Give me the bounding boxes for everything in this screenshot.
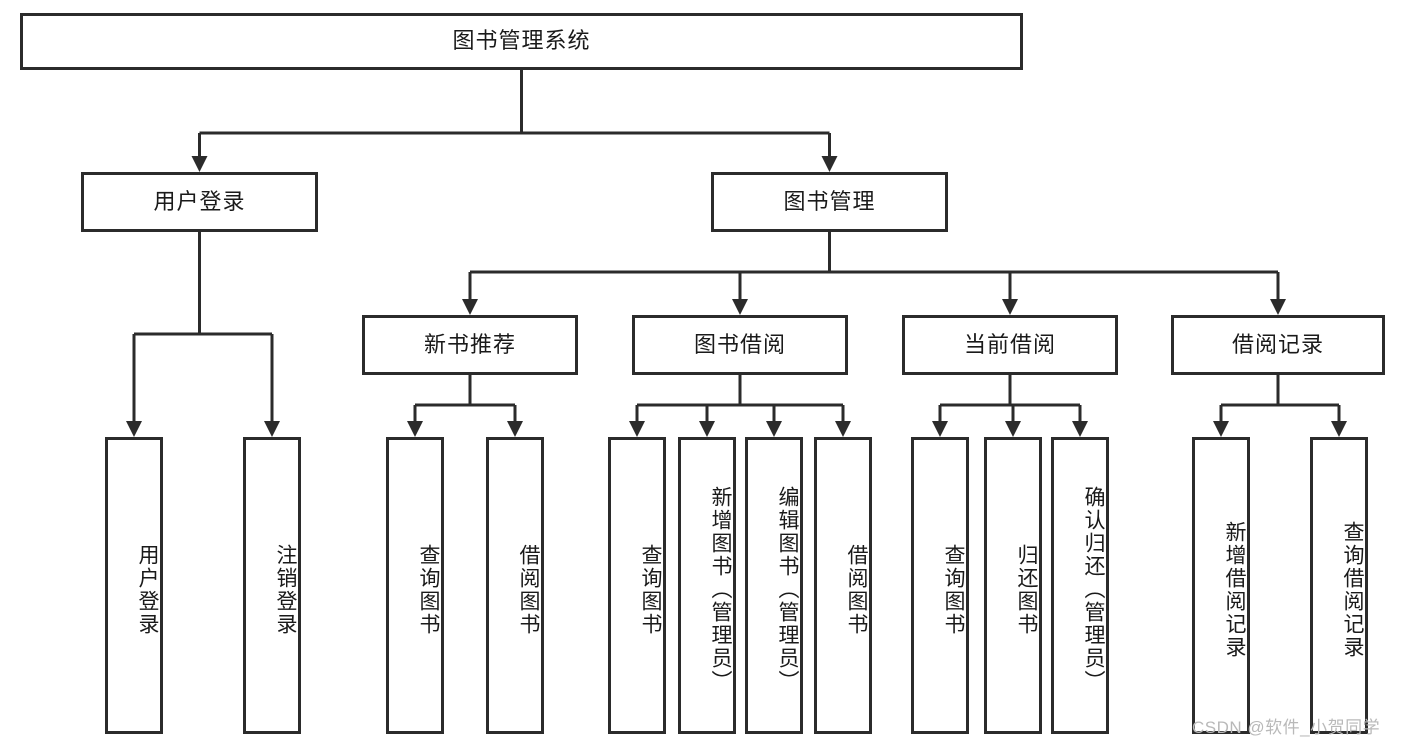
arrowhead-icon — [932, 421, 948, 437]
node-label: 新增借阅记录 — [1223, 520, 1246, 659]
node-leaf-query-book-1[interactable]: 查询图书 — [386, 437, 444, 734]
node-label: 查询借阅记录 — [1341, 520, 1364, 659]
node-label: 注销登录 — [274, 543, 297, 636]
arrowhead-icon — [264, 421, 280, 437]
node-root[interactable]: 图书管理系统 — [20, 13, 1023, 70]
arrowhead-icon — [1005, 421, 1021, 437]
node-label: 用户登录 — [153, 188, 246, 214]
arrowhead-icon — [821, 156, 838, 172]
arrowhead-icon — [1002, 299, 1018, 315]
node-label: 确认归还（管理员） — [1082, 486, 1105, 693]
arrowhead-icon — [1331, 421, 1347, 437]
node-label: 借阅图书 — [517, 543, 540, 636]
node-current-borrow[interactable]: 当前借阅 — [902, 315, 1118, 375]
arrowhead-icon — [126, 421, 142, 437]
arrowhead-icon — [1072, 421, 1088, 437]
node-leaf-user-login[interactable]: 用户登录 — [105, 437, 163, 734]
node-leaf-return-book[interactable]: 归还图书 — [984, 437, 1042, 734]
node-label: 查询图书 — [942, 543, 965, 636]
node-label: 借阅图书 — [845, 543, 868, 636]
node-label: 图书借阅 — [693, 331, 786, 357]
arrowhead-icon — [732, 299, 748, 315]
node-book-management[interactable]: 图书管理 — [711, 172, 948, 232]
arrowhead-icon — [1213, 421, 1229, 437]
arrowhead-icon — [191, 156, 208, 172]
node-leaf-user-logout[interactable]: 注销登录 — [243, 437, 301, 734]
node-leaf-query-book-2[interactable]: 查询图书 — [608, 437, 666, 734]
node-leaf-query-borrow-record[interactable]: 查询借阅记录 — [1310, 437, 1368, 734]
node-label: 新增图书（管理员） — [709, 486, 732, 693]
arrowhead-icon — [699, 421, 715, 437]
node-leaf-borrow-book-1[interactable]: 借阅图书 — [486, 437, 544, 734]
arrowhead-icon — [629, 421, 645, 437]
node-user-login[interactable]: 用户登录 — [81, 172, 318, 232]
node-label: 用户登录 — [136, 543, 159, 636]
node-label: 当前借阅 — [963, 331, 1056, 357]
node-new-book-recommend[interactable]: 新书推荐 — [362, 315, 578, 375]
node-borrow-record[interactable]: 借阅记录 — [1171, 315, 1385, 375]
node-leaf-edit-book-admin[interactable]: 编辑图书（管理员） — [745, 437, 803, 734]
node-label: 查询图书 — [417, 543, 440, 636]
arrowhead-icon — [462, 299, 478, 315]
node-leaf-add-book-admin[interactable]: 新增图书（管理员） — [678, 437, 736, 734]
csdn-watermark: CSDN @软件_小贺同学 — [1192, 718, 1381, 737]
node-leaf-query-book-3[interactable]: 查询图书 — [911, 437, 969, 734]
arrowhead-icon — [835, 421, 851, 437]
node-label: 借阅记录 — [1231, 331, 1324, 357]
arrowhead-icon — [507, 421, 523, 437]
node-leaf-borrow-book-2[interactable]: 借阅图书 — [814, 437, 872, 734]
arrowhead-icon — [1270, 299, 1286, 315]
node-label: 归还图书 — [1015, 543, 1038, 636]
node-label: 查询图书 — [639, 543, 662, 636]
node-label: 新书推荐 — [423, 331, 516, 357]
node-label: 图书管理系统 — [452, 28, 591, 54]
node-leaf-confirm-return-admin[interactable]: 确认归还（管理员） — [1051, 437, 1109, 734]
node-label: 图书管理 — [783, 188, 876, 214]
arrowhead-icon — [407, 421, 423, 437]
node-label: 编辑图书（管理员） — [776, 486, 799, 693]
node-book-borrow[interactable]: 图书借阅 — [632, 315, 848, 375]
node-leaf-add-borrow-record[interactable]: 新增借阅记录 — [1192, 437, 1250, 734]
arrowhead-icon — [766, 421, 782, 437]
